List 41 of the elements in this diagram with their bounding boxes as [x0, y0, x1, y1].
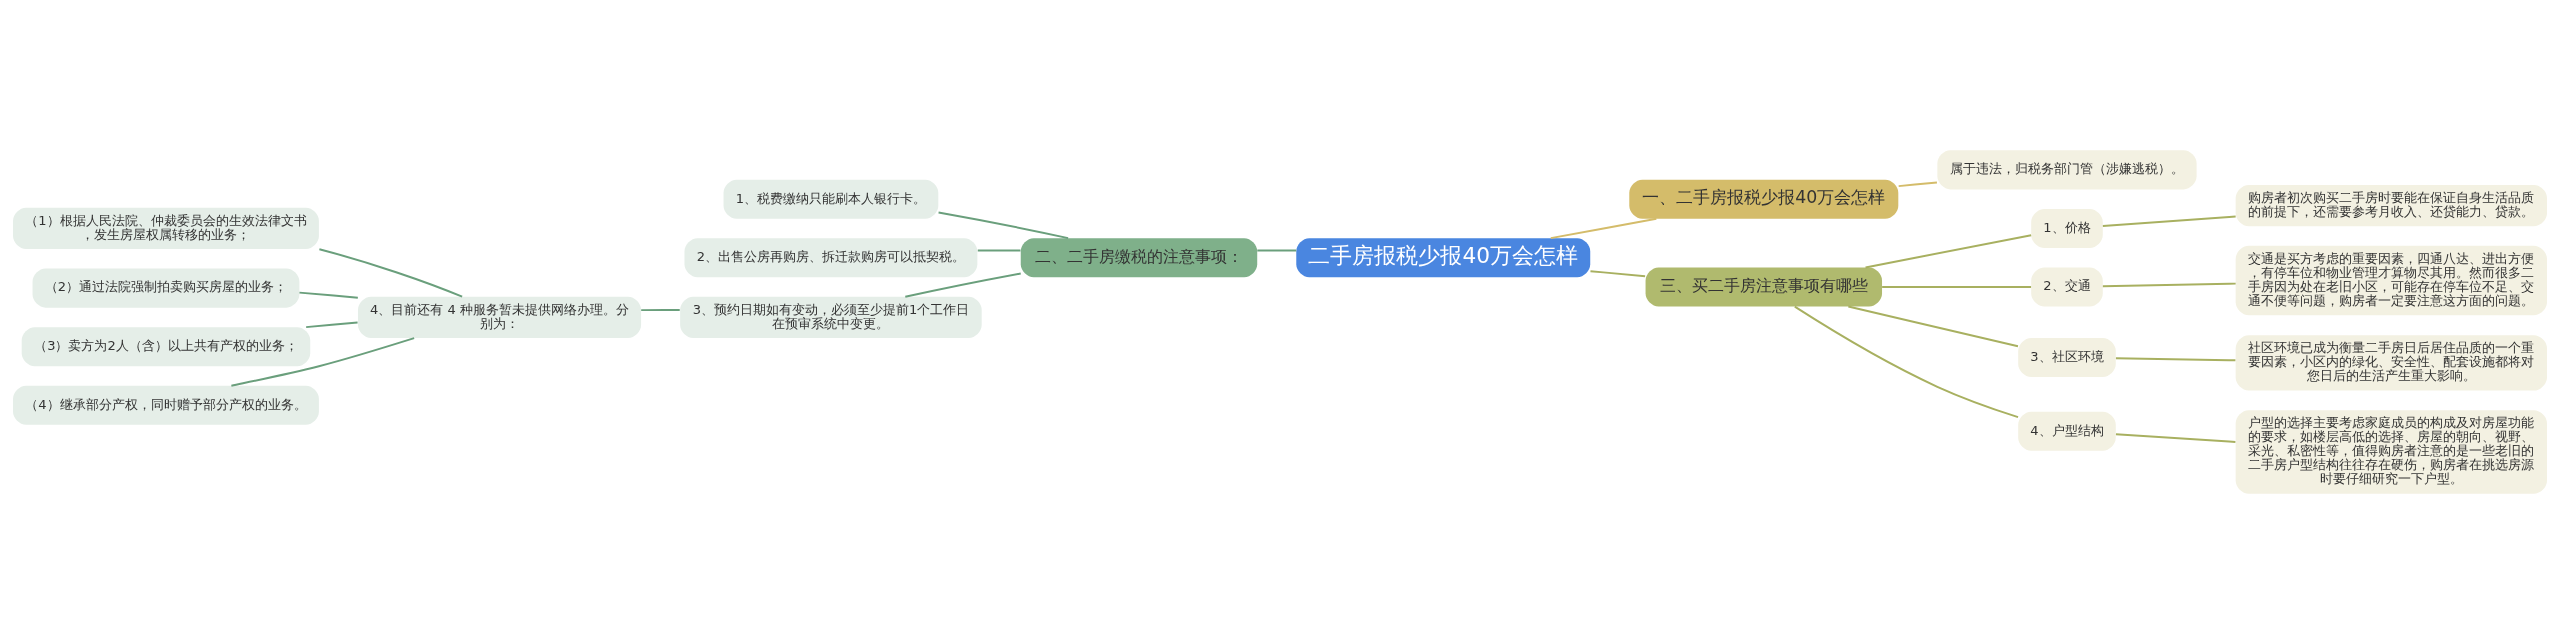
connector [298, 291, 359, 299]
node-box: （4）继承部分产权，同时赠予部分产权的业务。 [13, 385, 319, 425]
connector [318, 247, 464, 298]
connector [976, 248, 1022, 252]
connector [2101, 282, 2237, 287]
connector [2114, 356, 2237, 361]
node-box: （3）卖方为2人（含）以上共有产权的业务； [21, 326, 311, 366]
node-box: 属于违法，归税务部门管（涉嫌逃税）。 [1937, 149, 2197, 189]
node-box: 3、社区环境 [2018, 337, 2116, 377]
connector [230, 336, 416, 387]
node-box: 交通是买方考虑的重要因素，四通八达、进出方便，有停车位和物业管理才算物尽其用。然而很多二手房因为处在老旧小区，可能存在停车位不足、交通不便等问题，购房者一定要注意这方面的问题。 [2235, 245, 2547, 315]
connector [1847, 305, 2019, 347]
connector [937, 211, 1070, 239]
node-box: 购房者初次购买二手房时要能在保证自身生活品质的前提下，还需要参考月收入、还贷能力、贷款。 [2235, 184, 2547, 226]
node-box: 一、二手房报税少报40万会怎样 [1629, 179, 1899, 219]
node-box: 4、目前还有 4 种服务暂未提供网络办理。分别为： [357, 296, 642, 338]
connector [1549, 217, 1658, 239]
node-box: （2）通过法院强制拍卖购买房屋的业务； [32, 268, 300, 308]
node-box: 社区环境已成为衡量二手房日后居住品质的一个重要因素，小区内的绿化、安全性、配套设施都将对您日后的生活产生重大影响。 [2235, 334, 2547, 391]
connector [305, 321, 359, 328]
connector [2101, 215, 2237, 227]
node-box: 户型的选择主要考虑家庭成员的构成及对房屋功能的要求，如楼层高低的选择、房屋的朝向、视野、采光、私密性等，值得购房者注意的是一些老旧的二手房户型结构往往存在硬伤，购房者在挑选房源时要仔细研究一下户型。 [2235, 409, 2547, 494]
connector [1897, 180, 1938, 187]
connector [1589, 269, 1647, 277]
node-box: 三、买二手房注意事项有哪些 [1645, 267, 1883, 307]
connector [640, 308, 681, 311]
connector [1256, 248, 1298, 252]
node-box: 3、预约日期如有变动，必须至少提前1个工作日在预审系统中变更。 [680, 296, 982, 338]
connector [904, 271, 1022, 298]
node-box: （1）根据人民法院、仲裁委员会的生效法律文书，发生房屋权属转移的业务； [13, 207, 319, 249]
node-box: 2、交通 [2031, 267, 2103, 307]
node-box: 2、出售公房再购房、拆迁款购房可以抵契税。 [684, 237, 978, 277]
node-box: 二手房报税少报40万会怎样 [1296, 237, 1591, 277]
connector [1793, 305, 2019, 418]
node-box: 1、税费缴纳只能刷本人银行卡。 [723, 179, 939, 219]
connector [2114, 432, 2237, 443]
node-box: 1、价格 [2031, 208, 2103, 248]
connector [1864, 233, 2033, 268]
connector [1881, 285, 2033, 288]
node-box: 二、二手房缴税的注意事项： [1020, 237, 1258, 277]
node-box: 4、户型结构 [2018, 411, 2116, 451]
